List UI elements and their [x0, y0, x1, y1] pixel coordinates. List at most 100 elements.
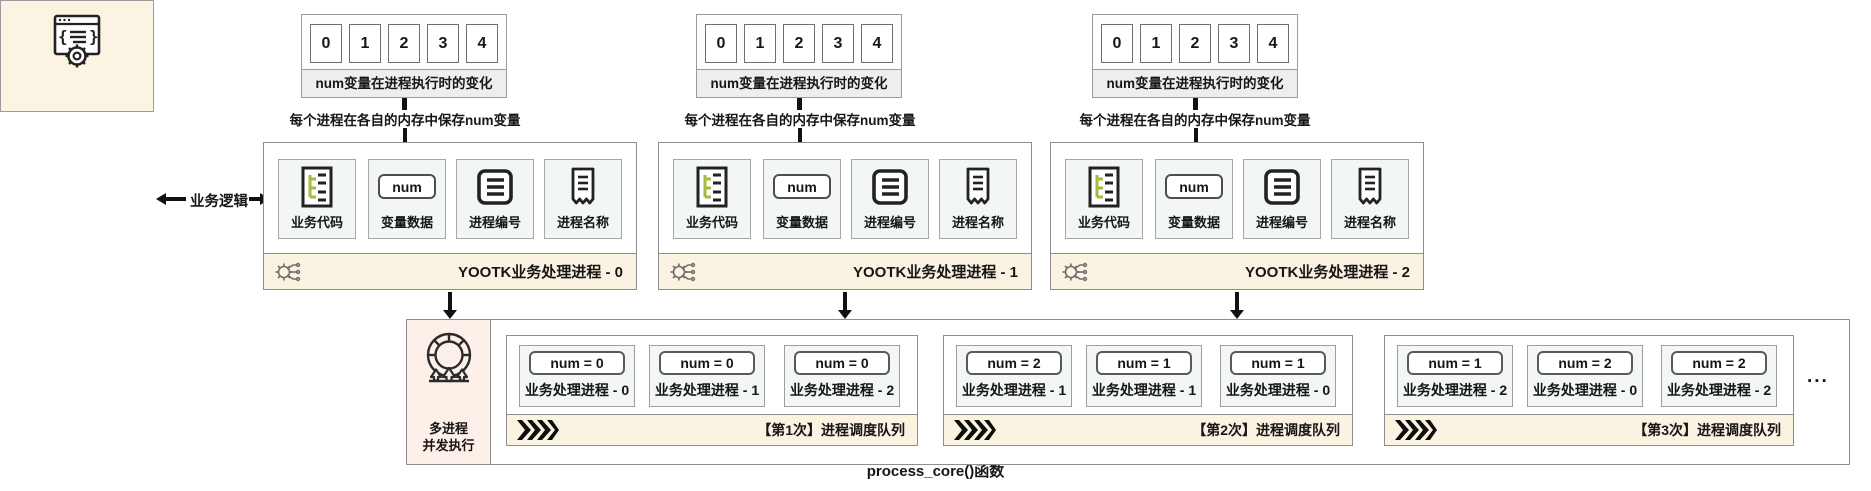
cell-process-id: 进程编号	[851, 159, 929, 239]
schedule-queue-3: num = 1 业务处理进程 - 2 num = 2 业务处理进程 - 0 nu…	[1384, 335, 1794, 446]
digit-row: 0 1 2 3 4	[302, 15, 506, 63]
receipt-icon	[1332, 164, 1408, 210]
queue-item: num = 0 业务处理进程 - 1	[649, 345, 765, 407]
num-value: num = 1	[1096, 351, 1192, 375]
digit-box: 1	[349, 24, 381, 63]
process-ref: 业务处理进程 - 1	[654, 382, 760, 398]
process-ref: 业务处理进程 - 0	[1532, 382, 1638, 398]
down-arrow-line	[448, 292, 452, 310]
process-core-box: { } process_core()函数	[0, 0, 1004, 480]
num-caption: num变量在进程执行时的变化	[1093, 69, 1297, 97]
arrow-right-line	[249, 197, 261, 201]
process-title-bar: YOOTK业务处理进程 - 0	[264, 253, 636, 289]
digit-box: 0	[310, 24, 342, 63]
queue-title-bar: 【第3次】进程调度队列	[1385, 414, 1793, 445]
digit-box: 2	[388, 24, 420, 63]
digit-box: 0	[705, 24, 737, 63]
process-core-label: process_core()函数	[866, 463, 1005, 480]
queue-title-bar: 【第2次】进程调度队列	[944, 414, 1352, 445]
down-arrow-line	[843, 292, 847, 310]
num-value: num = 2	[1671, 351, 1767, 375]
cell-label: 进程编号	[468, 215, 521, 230]
digit-box: 4	[861, 24, 893, 63]
code-document-icon	[674, 164, 750, 210]
down-arrow-line	[1194, 128, 1198, 149]
cell-business-code: 业务代码	[673, 159, 751, 239]
process-ref: 业务处理进程 - 0	[524, 382, 630, 398]
digit-row: 0 1 2 3 4	[1093, 15, 1297, 63]
down-arrow-line	[1235, 292, 1239, 310]
fast-forward-icon	[517, 420, 559, 440]
list-icon	[457, 164, 533, 210]
connector-bar	[797, 98, 802, 110]
code-document-icon	[279, 164, 355, 210]
memory-note-2: 每个进程在各自的内存中保存num变量	[1079, 113, 1311, 128]
digit-box: 3	[427, 24, 459, 63]
digit-row: 0 1 2 3 4	[697, 15, 901, 63]
cell-label: 变量数据	[380, 215, 433, 230]
queue-item: num = 2 业务处理进程 - 1	[956, 345, 1072, 407]
process-ref: 业务处理进程 - 1	[1091, 382, 1197, 398]
queue-item: num = 0 业务处理进程 - 0	[519, 345, 635, 407]
connector-bar	[1193, 98, 1198, 110]
fast-forward-icon	[954, 420, 996, 440]
process-box-1: 业务代码 num 变量数据 进程编号	[658, 142, 1032, 290]
down-arrow-head	[443, 310, 457, 319]
cell-label: 变量数据	[775, 215, 828, 230]
digit-box: 3	[822, 24, 854, 63]
cell-variable-data: num 变量数据	[763, 159, 841, 239]
process-title: YOOTK业务处理进程 - 0	[457, 264, 623, 281]
process-title-bar: YOOTK业务处理进程 - 2	[1051, 253, 1423, 289]
cell-business-code: 业务代码	[1065, 159, 1143, 239]
arrow-left-line	[165, 197, 186, 201]
queue-item: num = 1 业务处理进程 - 0	[1220, 345, 1336, 407]
queue-title: 【第2次】进程调度队列	[1192, 422, 1340, 438]
num-value: num = 2	[966, 351, 1062, 375]
gear-circuit-icon	[670, 262, 696, 281]
gear-circuit-icon	[1062, 262, 1088, 281]
browser-code-gear-icon: { }	[53, 14, 101, 68]
process-ref: 业务处理进程 - 0	[1225, 382, 1331, 398]
receipt-icon	[940, 164, 1016, 210]
num-value: num = 2	[1537, 351, 1633, 375]
cell-label: 进程名称	[1343, 215, 1396, 230]
queue-title: 【第3次】进程调度队列	[1633, 422, 1781, 438]
scheduling-container: 多进程 并发执行 num = 0 业务处理进程 - 0 num = 0 业务处理…	[406, 319, 1850, 465]
svg-text:{: {	[58, 27, 68, 46]
cell-label: 进程编号	[1255, 215, 1308, 230]
num-caption: num变量在进程执行时的变化	[302, 69, 506, 97]
list-icon	[1244, 164, 1320, 210]
queue-item: num = 0 业务处理进程 - 2	[784, 345, 900, 407]
num-variation-box-0: 0 1 2 3 4 num变量在进程执行时的变化	[301, 14, 507, 98]
queue-item: num = 1 业务处理进程 - 2	[1397, 345, 1513, 407]
memory-note-1: 每个进程在各自的内存中保存num变量	[684, 113, 916, 128]
multiprocess-label: 多进程 并发执行	[407, 420, 490, 455]
multiprocess-label-line2: 并发执行	[422, 438, 475, 454]
process-box-2: 业务代码 num 变量数据 进程编号	[1050, 142, 1424, 290]
num-value: num = 0	[659, 351, 755, 375]
queue-title-bar: 【第1次】进程调度队列	[507, 414, 917, 445]
num-chip: num	[378, 174, 436, 199]
num-variation-box-1: 0 1 2 3 4 num变量在进程执行时的变化	[696, 14, 902, 98]
arrow-left-head	[156, 193, 166, 205]
process-ref: 业务处理进程 - 2	[1666, 382, 1772, 398]
num-value: num = 0	[529, 351, 625, 375]
cell-variable-data: num 变量数据	[368, 159, 446, 239]
digit-box: 0	[1101, 24, 1133, 63]
gear-circuit-icon	[275, 262, 301, 281]
digit-box: 1	[1140, 24, 1172, 63]
digit-box: 2	[1179, 24, 1211, 63]
fast-forward-icon	[1395, 420, 1437, 440]
queue-item: num = 2 业务处理进程 - 2	[1661, 345, 1777, 407]
cell-label: 业务代码	[1077, 215, 1130, 230]
queue-item: num = 1 业务处理进程 - 1	[1086, 345, 1202, 407]
cell-variable-data: num 变量数据	[1155, 159, 1233, 239]
num-chip: num	[773, 174, 831, 199]
num-value: num = 1	[1407, 351, 1503, 375]
process-box-0: 业务代码 num 变量数据 进程编号	[263, 142, 637, 290]
down-arrow-head	[1230, 310, 1244, 319]
process-ref: 业务处理进程 - 1	[961, 382, 1067, 398]
cell-label: 业务代码	[685, 215, 738, 230]
ellipsis-more: ...	[1807, 366, 1829, 387]
